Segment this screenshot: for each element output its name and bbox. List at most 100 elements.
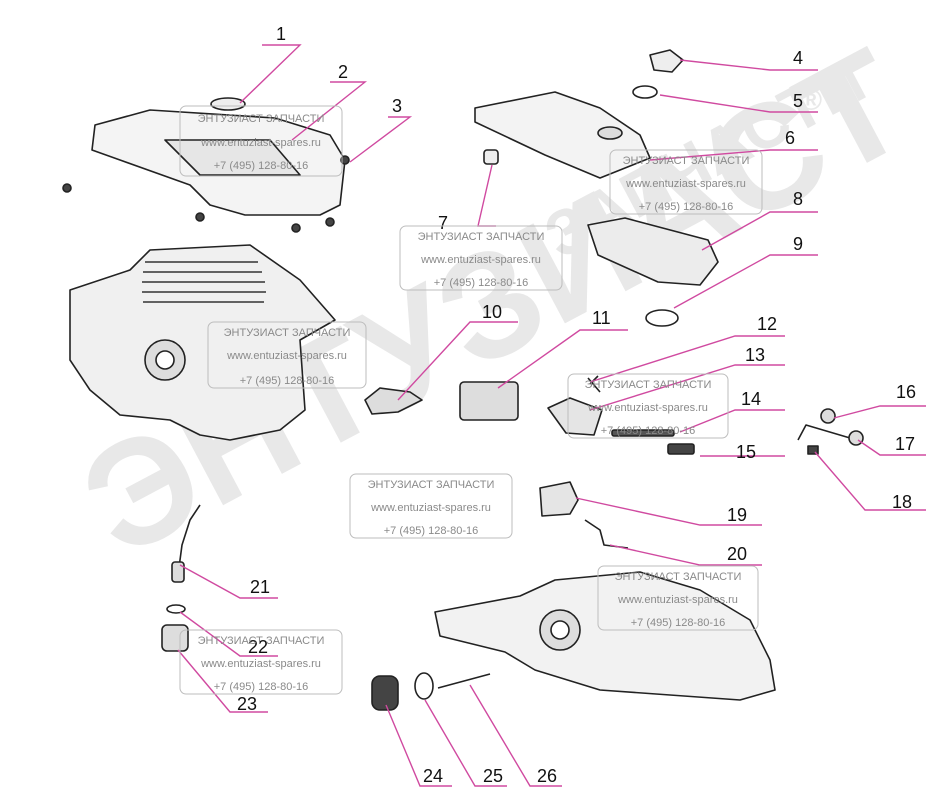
- svg-text:ЭНТУЗИАСТ ЗАПЧАСТИ: ЭНТУЗИАСТ ЗАПЧАСТИ: [224, 327, 351, 339]
- housing-bore-inner: [550, 620, 570, 640]
- svg-text:+7 (495) 128-80-16: +7 (495) 128-80-16: [214, 681, 308, 693]
- svg-text:ЭНТУЗИАСТ ЗАПЧАСТИ: ЭНТУЗИАСТ ЗАПЧАСТИ: [623, 155, 750, 167]
- callout-24: 24: [423, 766, 443, 786]
- cover-knob: [597, 126, 623, 140]
- svg-text:ЭНТУЗИАСТ ЗАПЧАСТИ: ЭНТУЗИАСТ ЗАПЧАСТИ: [198, 113, 325, 125]
- callout-16: 16: [896, 382, 916, 402]
- parts: [62, 49, 864, 711]
- callout-26: 26: [537, 766, 557, 786]
- callout-7: 7: [438, 213, 448, 233]
- watermark-stamp: ЭНТУЗИАСТ ЗАПЧАСТИ www.entuziast-spares.…: [349, 473, 513, 539]
- registered-mark: ®: [800, 84, 822, 117]
- o-ring-part: [645, 309, 679, 327]
- top-cover-window: [164, 139, 301, 176]
- callout-15: 15: [736, 442, 756, 462]
- intake-manifold-part: [547, 397, 603, 436]
- screw-part: [62, 183, 72, 193]
- callout-19: 19: [727, 505, 747, 525]
- block-part: [667, 443, 695, 455]
- callout-10: 10: [482, 302, 502, 322]
- wire-part: [437, 673, 491, 689]
- callout-5: 5: [793, 91, 803, 111]
- choke-knob-part: [848, 430, 864, 446]
- callout-21: 21: [250, 577, 270, 597]
- svg-text:+7 (495) 128-80-16: +7 (495) 128-80-16: [434, 277, 528, 289]
- svg-text:ЭНТУЗИАСТ ЗАПЧАСТИ: ЭНТУЗИАСТ ЗАПЧАСТИ: [368, 479, 495, 491]
- cover-plug-part: [210, 97, 246, 111]
- carburetor-part: [459, 381, 519, 421]
- callout-22: 22: [248, 637, 268, 657]
- ring-part: [166, 604, 186, 614]
- knob-nut-part: [649, 49, 684, 73]
- screw-part: [325, 217, 335, 227]
- svg-text:www.entuziast-spares.ru: www.entuziast-spares.ru: [226, 350, 347, 362]
- bushing-part: [820, 408, 836, 424]
- callout-20: 20: [727, 544, 747, 564]
- svg-text:www.entuziast-spares.ru: www.entuziast-spares.ru: [617, 594, 738, 606]
- watermark-stamp: ЭНТУЗИАСТ ЗАПЧАСТИ www.entuziast-spares.…: [207, 321, 367, 389]
- choke-rod-part: [797, 424, 851, 441]
- clip-part: [807, 445, 819, 455]
- screw-part: [291, 223, 301, 233]
- callout-8: 8: [793, 189, 803, 209]
- screw-part: [340, 155, 350, 165]
- watermark-stamp: ЭНТУЗИАСТ ЗАПЧАСТИ www.entuziast-spares.…: [399, 225, 563, 291]
- screw-part: [195, 212, 205, 222]
- callout-2: 2: [338, 62, 348, 82]
- washer-part: [632, 85, 658, 99]
- grommet-large-part: [371, 675, 399, 711]
- svg-text:ЭНТУЗИАСТ ЗАПЧАСТИ: ЭНТУЗИАСТ ЗАПЧАСТИ: [615, 571, 742, 583]
- svg-text:www.entuziast-spares.ru: www.entuziast-spares.ru: [200, 137, 321, 149]
- watermark-stamp: ЭНТУЗИАСТ ЗАПЧАСТИ www.entuziast-spares.…: [179, 105, 343, 177]
- svg-text:ЭНТУЗИАСТ ЗАПЧАСТИ: ЭНТУЗИАСТ ЗАПЧАСТИ: [585, 379, 712, 391]
- wire-spring-part: [584, 519, 629, 549]
- svg-text:www.entuziast-spares.ru: www.entuziast-spares.ru: [625, 178, 746, 190]
- crank-bore-inner: [155, 350, 175, 370]
- leader-lines: [177, 44, 926, 787]
- throttle-part: [364, 387, 423, 415]
- svg-text:+7 (495) 128-80-16: +7 (495) 128-80-16: [214, 160, 308, 172]
- callout-18: 18: [892, 492, 912, 512]
- callout-25: 25: [483, 766, 503, 786]
- callout-17: 17: [895, 434, 915, 454]
- svg-text:ЭНТУЗИАСТ ЗАПЧАСТИ: ЭНТУЗИАСТ ЗАПЧАСТИ: [418, 231, 545, 243]
- callout-12: 12: [757, 314, 777, 334]
- fuel-line-part: [177, 504, 201, 576]
- fuel-filter-part: [161, 624, 189, 652]
- callout-4: 4: [793, 48, 803, 68]
- watermark-stamp: ЭНТУЗИАСТ ЗАПЧАСТИ www.entuziast-spares.…: [609, 149, 763, 215]
- fuel-line-end: [171, 561, 185, 583]
- svg-text:+7 (495) 128-80-16: +7 (495) 128-80-16: [384, 525, 478, 537]
- sleeve-part: [483, 149, 499, 165]
- svg-text:www.entuziast-spares.ru: www.entuziast-spares.ru: [420, 254, 541, 266]
- seal-ring-part: [414, 672, 434, 700]
- svg-text:ЭНТУЗИАСТ ЗАПЧАСТИ: ЭНТУЗИАСТ ЗАПЧАСТИ: [198, 635, 325, 647]
- cylinder-fins: [142, 261, 266, 303]
- callout-13: 13: [745, 345, 765, 365]
- air-filter-part: [587, 217, 719, 286]
- callout-9: 9: [793, 234, 803, 254]
- engine-crankcase-part: [69, 244, 336, 441]
- watermark-stamp: ЭНТУЗИАСТ ЗАПЧАСТИ www.entuziast-spares.…: [567, 373, 729, 439]
- svg-text:+7 (495) 128-80-16: +7 (495) 128-80-16: [240, 375, 334, 387]
- svg-text:+7 (495) 128-80-16: +7 (495) 128-80-16: [639, 201, 733, 213]
- svg-text:www.entuziast-spares.ru: www.entuziast-spares.ru: [370, 502, 491, 514]
- svg-text:+7 (495) 128-80-16: +7 (495) 128-80-16: [631, 617, 725, 629]
- svg-text:www.entuziast-spares.ru: www.entuziast-spares.ru: [200, 658, 321, 670]
- svg-text:www.entuziast-spares.ru: www.entuziast-spares.ru: [587, 402, 708, 414]
- svg-text:+7 (495) 128-80-16: +7 (495) 128-80-16: [601, 425, 695, 437]
- callout-6: 6: [785, 128, 795, 148]
- callout-11: 11: [592, 308, 611, 328]
- grommet-part: [539, 481, 579, 517]
- watermark-stamp: ЭНТУЗИАСТ ЗАПЧАСТИ www.entuziast-spares.…: [597, 565, 759, 631]
- callout-numbers: 1 2 3 4 5 6 7 8 9 10 11 12 13 14 15 16 1…: [237, 24, 916, 786]
- watermark-stamp: ЭНТУЗИАСТ ЗАПЧАСТИ www.entuziast-spares.…: [179, 629, 343, 695]
- callout-23: 23: [237, 694, 257, 714]
- callout-14: 14: [741, 389, 761, 409]
- long-screw-part: [611, 429, 675, 437]
- callout-1: 1: [276, 24, 286, 44]
- air-filter-cover-part: [474, 91, 651, 179]
- rear-handle-housing-part: [434, 571, 776, 701]
- callout-3: 3: [392, 96, 402, 116]
